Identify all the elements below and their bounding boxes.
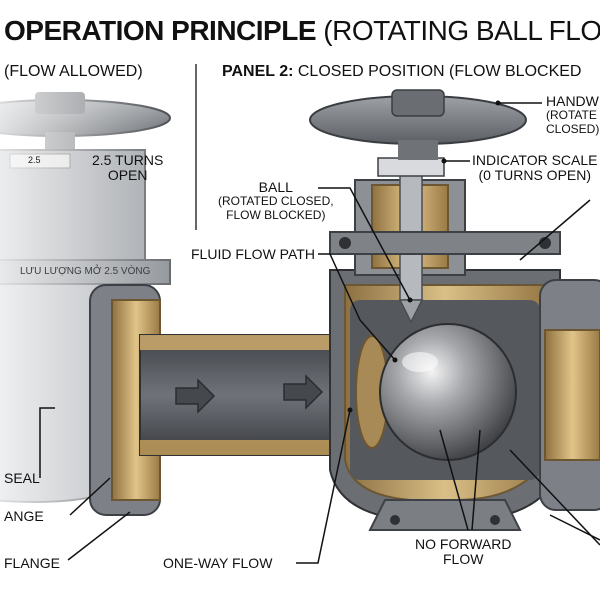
title-rest: (ROTATING BALL FLOW	[323, 15, 600, 46]
label-flange-1: ANGE	[4, 508, 44, 524]
ball	[379, 323, 517, 461]
body-engraving: LƯU LƯỢNG MỞ 2.5 VÒNG	[20, 266, 151, 277]
label-indicator-scale: INDICATOR SCALE (0 TURNS OPEN)	[472, 152, 598, 184]
label-handwheel: HANDW (ROTATE CLOSED)	[546, 93, 600, 136]
panel-2-prefix: PANEL 2:	[222, 63, 294, 80]
flow-arrow-1	[175, 378, 216, 414]
label-ball: BALL (ROTATED CLOSED, FLOW BLOCKED)	[218, 179, 334, 222]
panel-1-header: (FLOW ALLOWED)	[4, 63, 143, 80]
flow-arrow-2	[283, 374, 324, 410]
indicator-scale-ring	[377, 157, 445, 177]
label-flange-2: FLANGE	[4, 555, 61, 571]
label-seal: SEAL	[4, 470, 40, 486]
right-valve	[89, 89, 600, 531]
label-one-way-flow: ONE-WAY FLOW	[163, 555, 273, 571]
panel-2-header: PANEL 2: CLOSED POSITION (FLOW BLOCKED	[222, 63, 581, 81]
label-no-forward-flow: NO FORWARD FLOW	[415, 536, 512, 568]
label-turns-open: 2.5 TURNS OPEN	[92, 152, 164, 184]
page-title: OPERATION PRINCIPLE (ROTATING BALL FLOW	[4, 15, 600, 47]
panel-2-text: CLOSED POSITION (FLOW BLOCKED	[297, 63, 582, 80]
scale-mark: 2.5	[28, 155, 41, 165]
leader-lines	[39, 102, 600, 564]
title-bold: OPERATION PRINCIPLE	[4, 15, 317, 46]
label-fluid-flow-path: FLUID FLOW PATH	[191, 246, 315, 262]
